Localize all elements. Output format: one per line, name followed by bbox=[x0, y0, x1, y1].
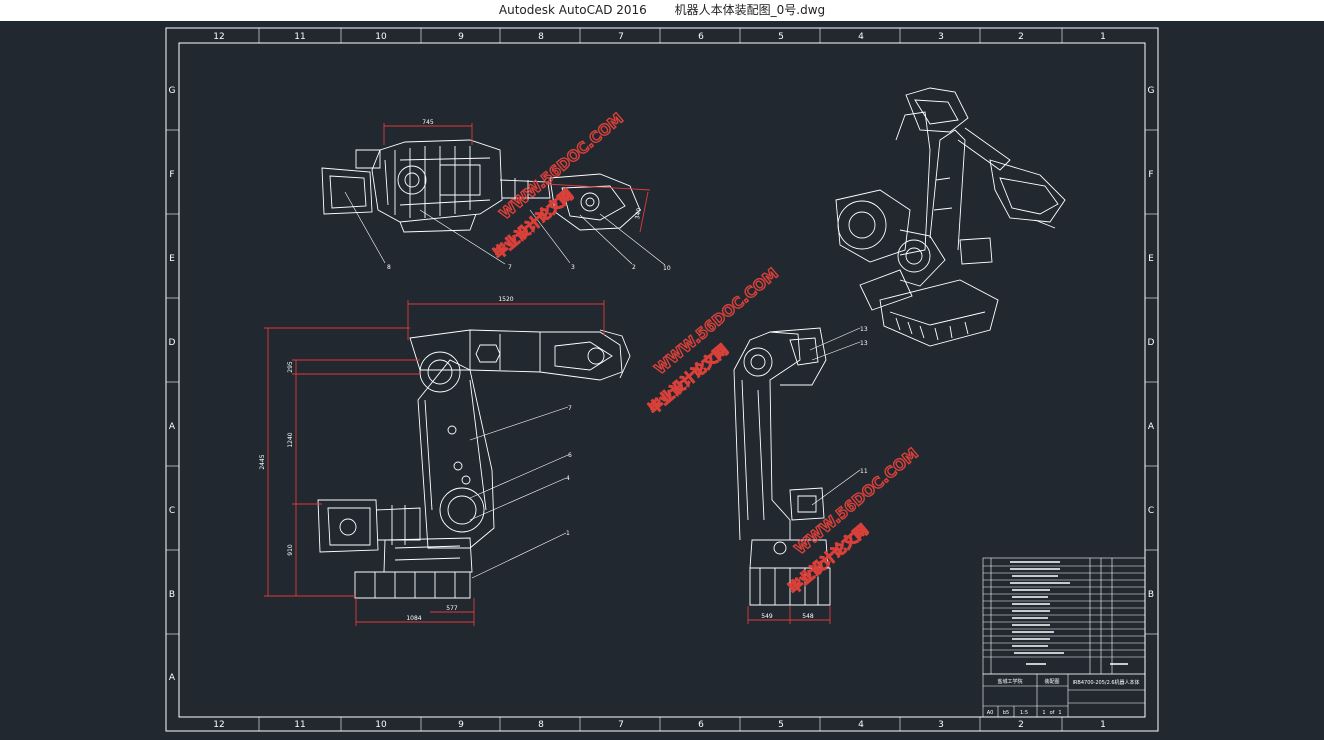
row-label: A bbox=[169, 673, 176, 683]
col-label: 4 bbox=[858, 32, 864, 42]
callout: 7 bbox=[568, 405, 572, 412]
callout: 3 bbox=[571, 264, 575, 271]
row-labels-left: G F E D A C B A bbox=[169, 86, 176, 683]
window-titlebar: Autodesk AutoCAD 2016 机器人本体装配图_0号.dwg bbox=[0, 0, 1324, 21]
col-label: 8 bbox=[538, 32, 544, 42]
row-label: G bbox=[1148, 86, 1155, 96]
col-label: 2 bbox=[1018, 32, 1024, 42]
dim-side-upper: 295 bbox=[287, 361, 294, 373]
dim-front-right: 548 bbox=[802, 613, 814, 620]
row-label: B bbox=[1148, 590, 1154, 600]
robot-side-view[interactable] bbox=[317, 329, 631, 599]
callout: 8 bbox=[387, 264, 391, 271]
callout: 7 bbox=[508, 264, 512, 271]
dim-side-total-height: 2445 bbox=[259, 454, 266, 469]
title-block-school: 盐城工学院 bbox=[997, 678, 1022, 685]
top-view-dimensions bbox=[383, 123, 651, 233]
inner-border bbox=[178, 42, 1146, 718]
column-labels-bottom: 12 11 10 9 8 7 6 5 4 3 2 1 bbox=[213, 720, 1106, 730]
title-block-cell: of bbox=[1050, 710, 1055, 716]
col-label: 2 bbox=[1018, 720, 1024, 730]
row-label: A bbox=[169, 422, 176, 432]
row-label: E bbox=[1148, 254, 1154, 264]
col-label: 11 bbox=[294, 720, 305, 730]
drawing-svg[interactable]: 12 11 10 9 8 7 6 5 4 3 2 1 12 11 10 9 8 … bbox=[0, 21, 1324, 740]
watermark-3: WWW.56DOC.COM 毕业设计论文网 bbox=[785, 444, 923, 598]
col-label: 7 bbox=[618, 32, 624, 42]
col-label: 1 bbox=[1100, 32, 1106, 42]
side-view-leaders bbox=[469, 406, 569, 579]
side-view-dimensions bbox=[264, 300, 605, 626]
dim-side-base-offset: 577 bbox=[446, 605, 458, 612]
row-label: E bbox=[169, 254, 175, 264]
title-block-cell: 1 bbox=[1042, 710, 1045, 716]
dim-front-left: 549 bbox=[761, 613, 773, 620]
callout: 4 bbox=[566, 475, 570, 482]
col-label: 9 bbox=[458, 720, 464, 730]
callout: 13 bbox=[860, 340, 868, 347]
col-label: 3 bbox=[938, 32, 944, 42]
col-label: 5 bbox=[778, 32, 784, 42]
col-label: 8 bbox=[538, 720, 544, 730]
row-label: F bbox=[169, 170, 174, 180]
title-block[interactable] bbox=[982, 673, 1146, 718]
title-block-cell: 1:5 bbox=[1020, 710, 1028, 716]
row-label: C bbox=[1148, 506, 1154, 516]
callout: 6 bbox=[568, 452, 572, 459]
col-label: 3 bbox=[938, 720, 944, 730]
file-name: 机器人本体装配图_0号.dwg bbox=[674, 3, 826, 17]
col-label: 4 bbox=[858, 720, 864, 730]
title-block-type: 装配图 bbox=[1044, 678, 1059, 685]
app-title: Autodesk AutoCAD 2016 bbox=[498, 3, 647, 17]
front-view-dimensions bbox=[747, 606, 831, 624]
col-label: 6 bbox=[698, 720, 704, 730]
zone-ticks bbox=[166, 28, 1158, 731]
callout: 13 bbox=[860, 326, 868, 333]
dim-top-height: 340 bbox=[634, 207, 643, 220]
dim-side-lower: 910 bbox=[287, 544, 294, 556]
col-label: 10 bbox=[375, 720, 387, 730]
col-label: 10 bbox=[375, 32, 387, 42]
robot-front-view[interactable] bbox=[733, 327, 831, 606]
column-labels-top: 12 11 10 9 8 7 6 5 4 3 2 1 bbox=[213, 32, 1106, 42]
robot-isometric-view[interactable] bbox=[835, 87, 1066, 347]
callout: 10 bbox=[663, 265, 671, 272]
row-labels-right: G F E D A C B bbox=[1148, 86, 1155, 600]
title-block-cell: 1 bbox=[1058, 710, 1061, 716]
front-view-leaders bbox=[809, 327, 861, 506]
title-block-cell: b5 bbox=[1003, 710, 1009, 716]
col-label: 9 bbox=[458, 32, 464, 42]
callout: 11 bbox=[860, 468, 868, 475]
col-label: 12 bbox=[213, 32, 224, 42]
title-block-title: IRB4700-205/2.6机器人本体 bbox=[1072, 679, 1139, 686]
parts-list-entries bbox=[1010, 561, 1128, 665]
watermark-1: WWW.56DOC.COM 毕业设计论文网 bbox=[490, 109, 628, 263]
col-label: 12 bbox=[213, 720, 224, 730]
dim-side-base-width: 1084 bbox=[406, 615, 421, 622]
row-label: C bbox=[169, 506, 175, 516]
row-label: F bbox=[1148, 170, 1153, 180]
dim-side-reach: 1520 bbox=[498, 296, 513, 303]
row-label: B bbox=[169, 590, 175, 600]
row-label: A bbox=[1148, 422, 1155, 432]
drawing-canvas[interactable]: 12 11 10 9 8 7 6 5 4 3 2 1 12 11 10 9 8 … bbox=[0, 21, 1324, 740]
col-label: 5 bbox=[778, 720, 784, 730]
col-label: 11 bbox=[294, 32, 305, 42]
dim-top-width: 745 bbox=[422, 119, 434, 126]
col-label: 6 bbox=[698, 32, 704, 42]
watermark-2: WWW.56DOC.COM 毕业设计论文网 bbox=[645, 264, 783, 418]
top-view-leaders bbox=[344, 191, 666, 266]
outer-border bbox=[165, 27, 1159, 732]
col-label: 1 bbox=[1100, 720, 1106, 730]
row-label: D bbox=[169, 338, 176, 348]
row-label: D bbox=[1148, 338, 1155, 348]
dim-side-mid: 1240 bbox=[287, 432, 294, 447]
row-label: G bbox=[169, 86, 176, 96]
callout: 1 bbox=[566, 530, 570, 537]
title-block-cell: A0 bbox=[987, 710, 994, 716]
parts-list[interactable] bbox=[982, 557, 1146, 675]
col-label: 7 bbox=[618, 720, 624, 730]
robot-top-view[interactable] bbox=[321, 139, 641, 233]
callout: 2 bbox=[632, 264, 636, 271]
